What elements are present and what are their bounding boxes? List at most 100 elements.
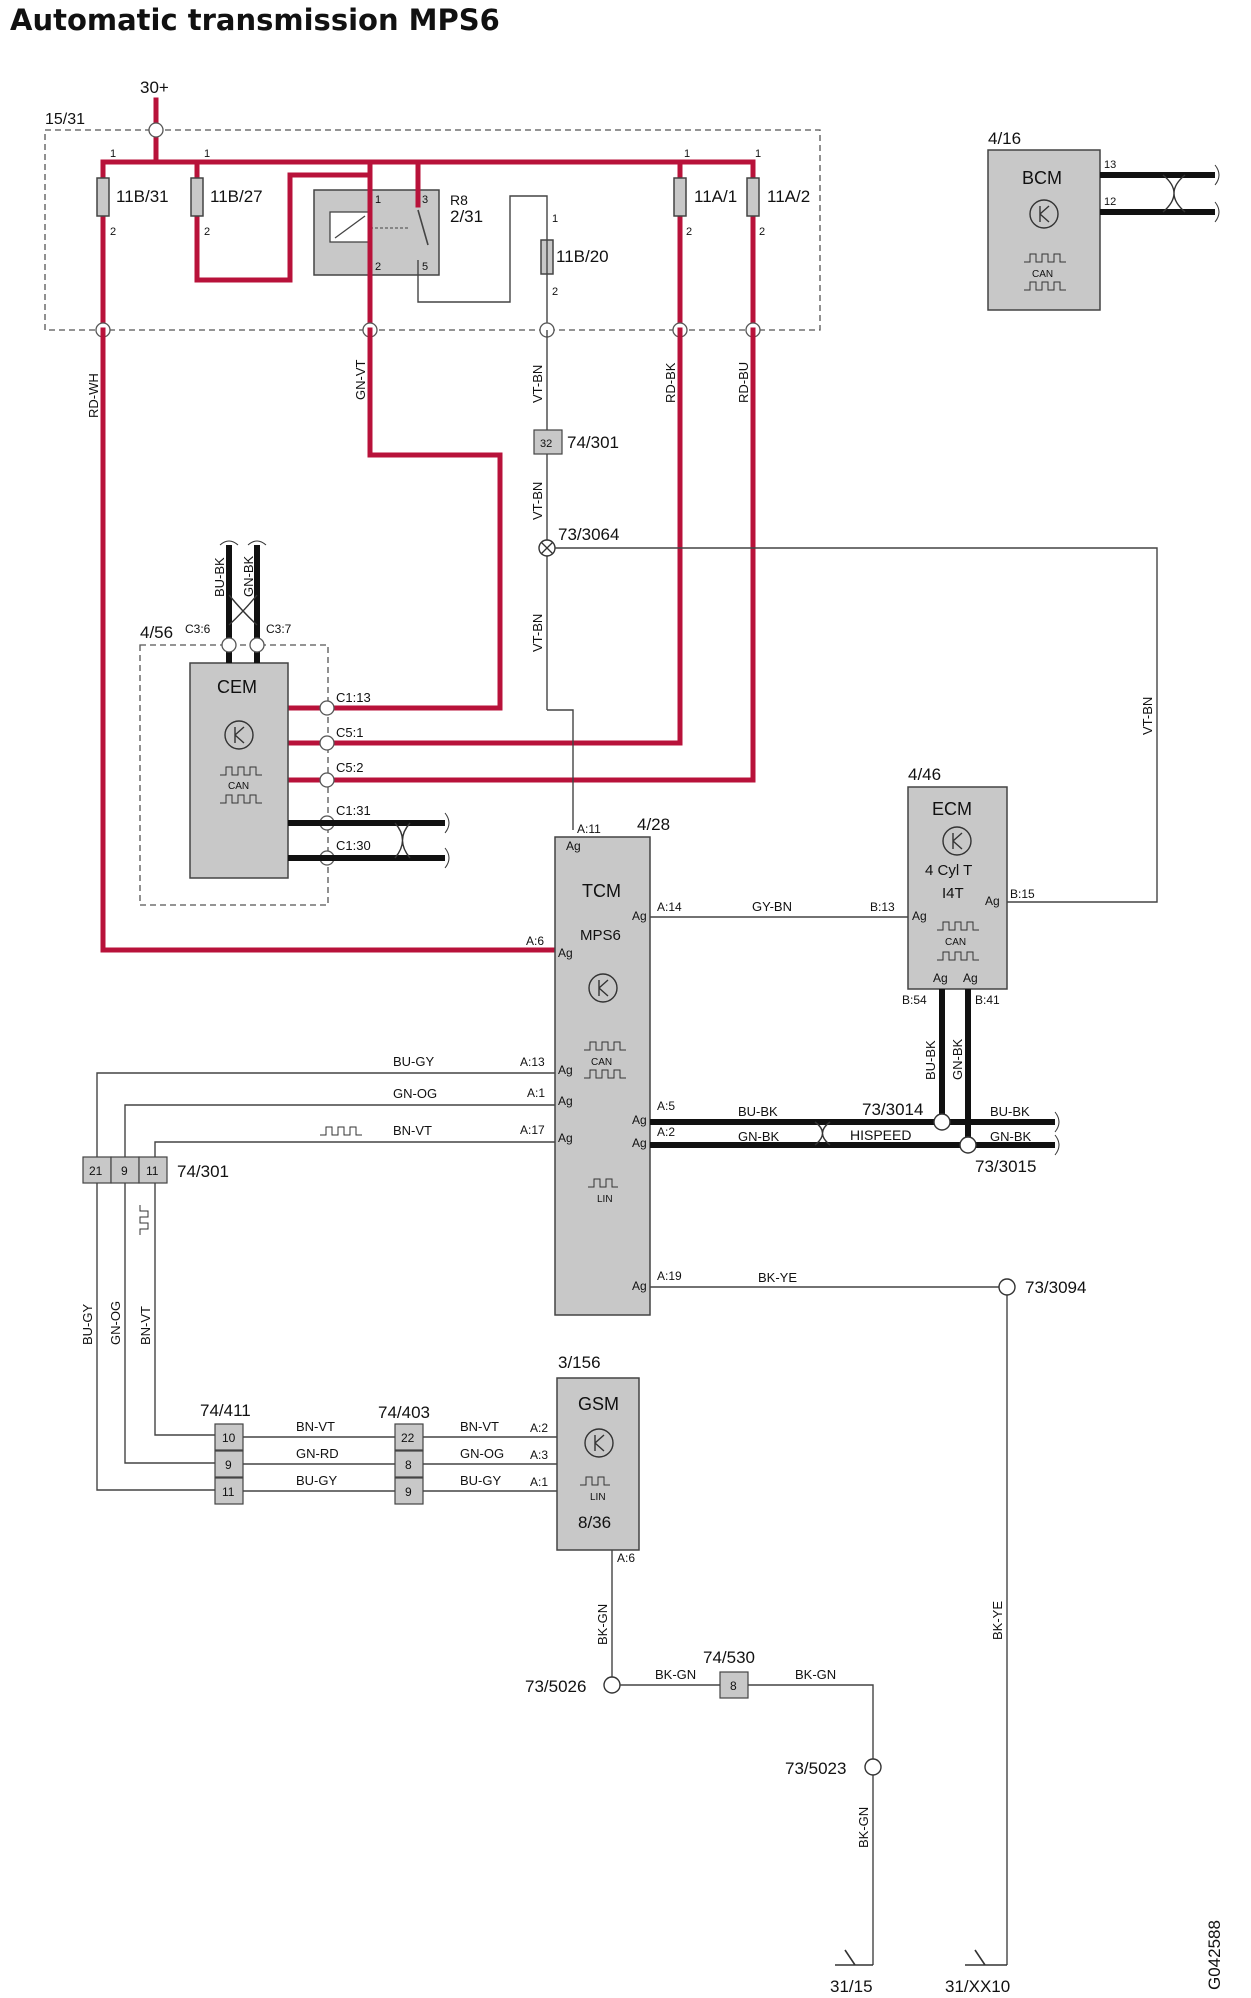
gsm-pin: A:2 — [530, 1421, 548, 1435]
cem-pin: C1:13 — [336, 690, 371, 705]
pin-label: 2 — [552, 286, 558, 298]
supply-node — [148, 122, 164, 138]
wire-label: BU-BK — [212, 557, 227, 597]
wire-label: VT-BN — [1140, 697, 1155, 735]
relay-coil-diag — [334, 215, 366, 239]
conn-pin: 32 — [540, 438, 552, 450]
tcm-pin-ag: Ag — [632, 1136, 647, 1150]
pin-label: 5 — [422, 261, 428, 273]
wire-break-icon — [1214, 164, 1220, 223]
wire-label: GN-BK — [950, 1039, 965, 1081]
twisted-pair-icon — [1162, 174, 1186, 213]
wire-bk-ye — [650, 1286, 1008, 1965]
connector-74-411-pin9 — [214, 1450, 244, 1478]
cem-pin: C1:30 — [336, 838, 371, 853]
splice-5026: 73/5026 — [525, 1677, 586, 1696]
ecm-sub2: I4T — [942, 885, 964, 902]
fuse-11b27-label: 11B/27 — [210, 187, 263, 206]
wire-label: GN-BK — [738, 1129, 780, 1144]
splice-icon — [959, 1136, 977, 1154]
gsm-module — [556, 1377, 640, 1551]
tcm-pin-ag: Ag — [632, 1279, 647, 1293]
conn-pin: 22 — [401, 1431, 415, 1445]
tcm-module — [554, 836, 651, 1316]
connector-74-403-pin8 — [394, 1450, 424, 1478]
splice-3094: 73/3094 — [1025, 1278, 1086, 1297]
ecm-pin: B:54 — [902, 993, 927, 1007]
transistor-icon-symbol — [952, 832, 963, 850]
tcm-pin: A:5 — [657, 1099, 675, 1113]
fuse-11b31 — [96, 177, 110, 217]
transistor-icon — [584, 1428, 614, 1458]
ecm-pin-ag: Ag — [985, 894, 1000, 908]
lin-waveform-icon — [139, 1205, 149, 1235]
transistor-icon — [224, 720, 254, 750]
wire-vt-bn-ecm — [555, 547, 1158, 903]
transistor-icon-symbol — [1039, 205, 1050, 223]
connector-74-411-pin11 — [214, 1477, 244, 1505]
cem-pin: C5:2 — [336, 760, 363, 775]
cem-can: CAN — [228, 781, 249, 792]
conn-pin: 10 — [222, 1431, 236, 1445]
wire-bu-gy — [96, 1072, 555, 1491]
ecm-pin: B:15 — [1010, 887, 1035, 901]
wire-break-icon — [444, 812, 450, 869]
wire-label: BK-YE — [758, 1270, 797, 1285]
tcm-pin-ag: Ag — [558, 946, 573, 960]
wire-label: GN-RD — [296, 1446, 339, 1461]
wire-label: BK-GN — [655, 1667, 696, 1682]
can-waveform-icon — [584, 1069, 626, 1079]
connector-74-530 — [719, 1671, 749, 1699]
wire-break-icon — [219, 540, 267, 546]
wire-bn-vt — [154, 1141, 555, 1436]
lin-waveform-icon — [320, 1126, 362, 1136]
ecm-pin-ag: Ag — [912, 909, 927, 923]
wire-label: GN-BK — [990, 1129, 1032, 1144]
twisted-pair-icon — [228, 594, 258, 626]
wire-label: BU-BK — [738, 1104, 778, 1119]
tcm-pin-ag: Ag — [632, 909, 647, 923]
pin-label: 2 — [686, 226, 692, 238]
gsm-name: GSM — [578, 1394, 619, 1414]
transistor-icon-symbol — [598, 979, 609, 997]
twisted-pair-icon — [814, 1121, 831, 1146]
wire-break-icon — [1054, 1111, 1060, 1156]
wire-rd-bu — [285, 327, 756, 783]
tcm-pin-ag: Ag — [566, 839, 581, 853]
pin-label: 13 — [1104, 159, 1116, 171]
tcm-name: TCM — [582, 881, 621, 901]
splice-icon — [933, 1113, 951, 1131]
ecm-sub1: 4 Cyl T — [925, 862, 972, 879]
fuse-11a2-label: 11A/2 — [767, 187, 810, 206]
cem-pin: C5:1 — [336, 725, 363, 740]
wire-gn-og — [124, 1104, 555, 1464]
relay-to-11b20 — [417, 195, 548, 303]
cem-pin: C1:31 — [336, 803, 371, 818]
tcm-pin: A:17 — [520, 1123, 545, 1137]
conn-pin: 9 — [225, 1458, 232, 1472]
gsm-pin: A:6 — [617, 1551, 635, 1565]
bcm-id: 4/16 — [988, 129, 1021, 148]
ecm-pin: B:41 — [975, 993, 1000, 1007]
ecm-can: CAN — [945, 937, 966, 948]
wire-label: GY-BN — [752, 899, 792, 914]
splice-3015: 73/3015 — [975, 1157, 1036, 1176]
wire-label: RD-WH — [86, 373, 101, 418]
connector-74-301-pin11 — [138, 1156, 168, 1184]
tcm-pin: A:2 — [657, 1125, 675, 1139]
tcm-pin: A:19 — [657, 1269, 682, 1283]
figure-id: G042588 — [1205, 1920, 1224, 1990]
wire-label: BN-VT — [460, 1419, 499, 1434]
pin-label: 1 — [204, 148, 210, 160]
lin-waveform-icon — [588, 1178, 618, 1188]
transistor-icon-symbol — [234, 726, 245, 744]
connector-74-403-pin22 — [394, 1423, 424, 1451]
pin-label: 2 — [204, 226, 210, 238]
pin-node — [319, 772, 335, 788]
can-waveform-icon — [220, 794, 262, 804]
wire-label: BN-VT — [296, 1419, 335, 1434]
fuse-11b20-label: 11B/20 — [556, 247, 609, 266]
transistor-icon — [942, 826, 972, 856]
gsm-id: 3/156 — [558, 1353, 601, 1372]
conn-pin: 8 — [730, 1679, 737, 1693]
